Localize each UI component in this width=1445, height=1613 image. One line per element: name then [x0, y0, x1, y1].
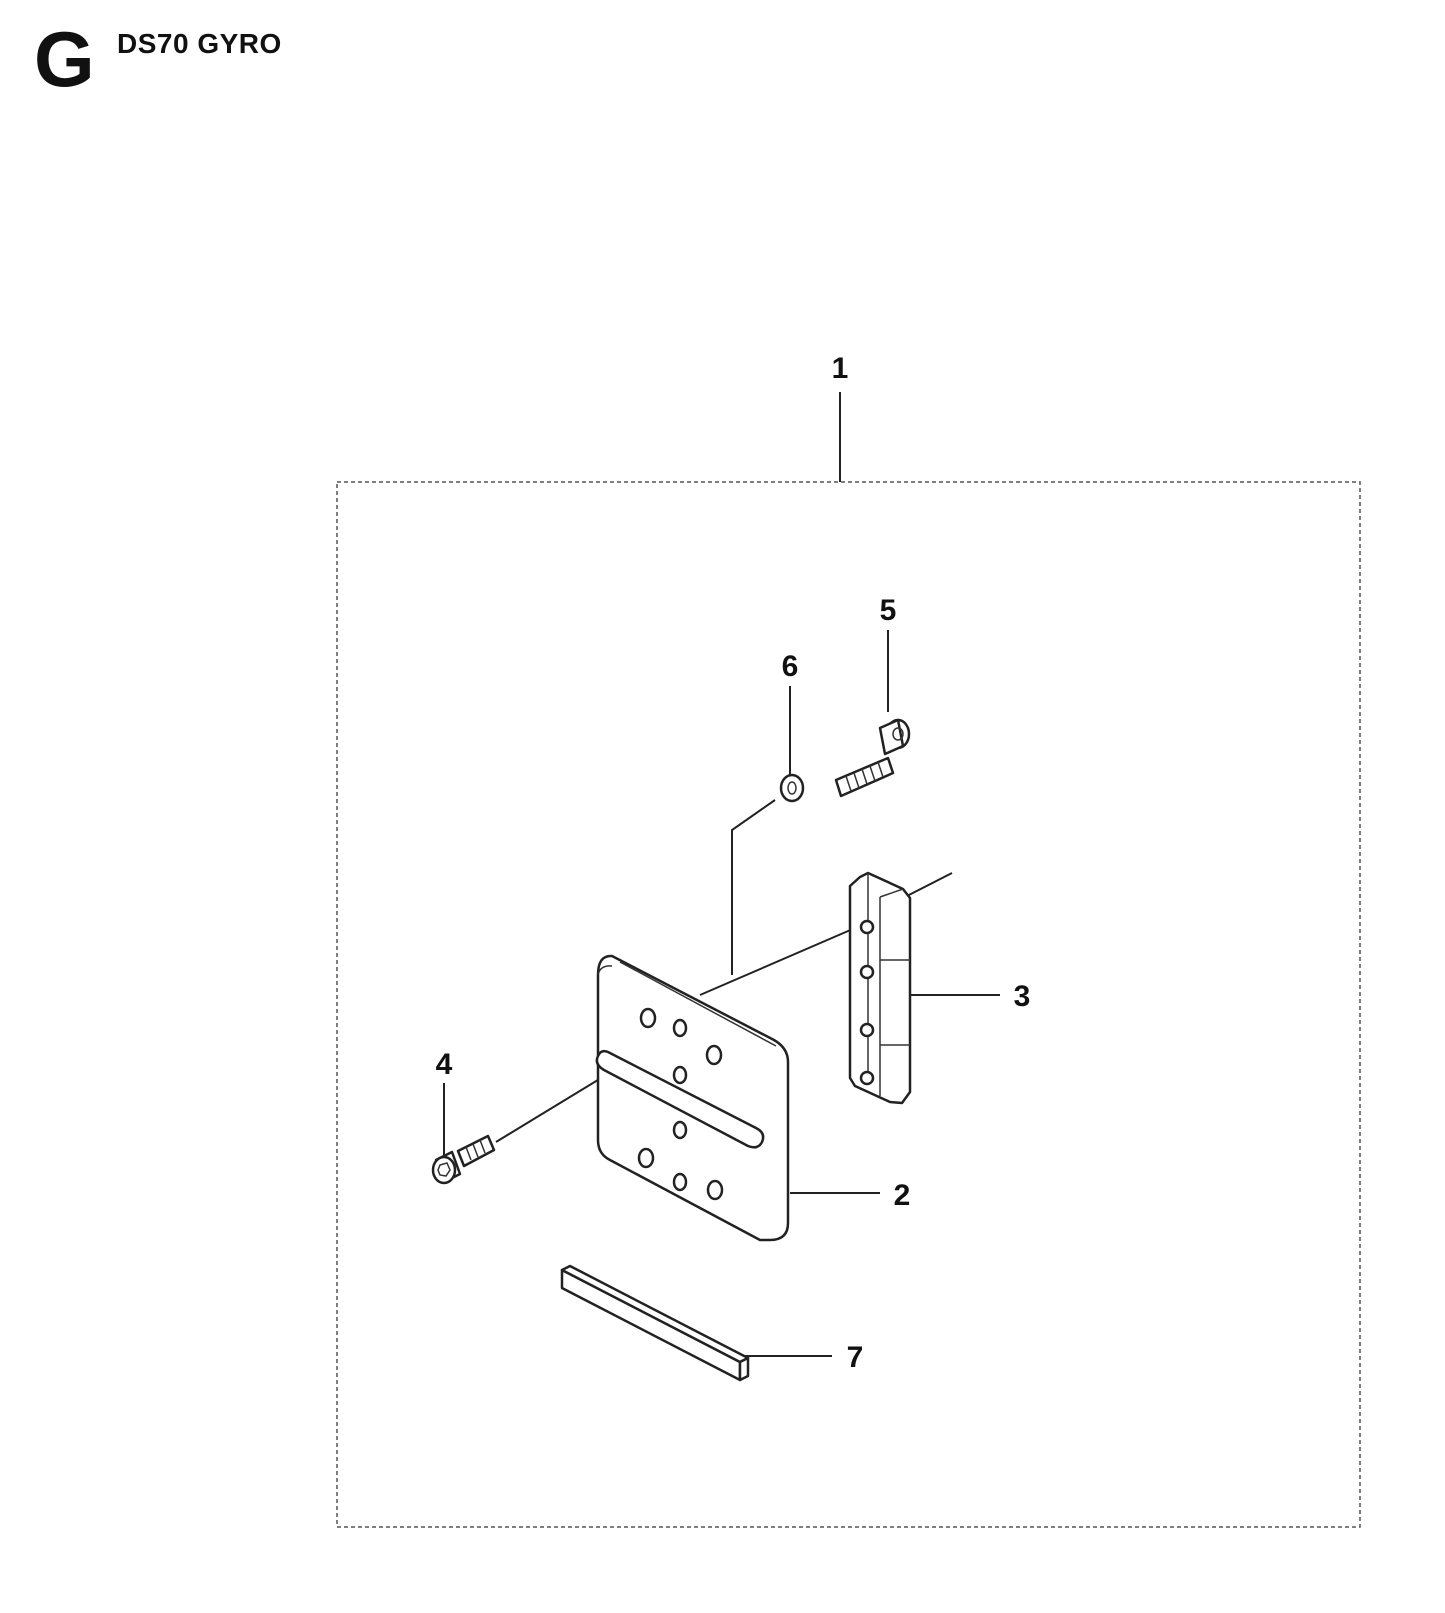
cap-screw-top: [834, 718, 911, 798]
callout-3: 3: [1014, 980, 1031, 1013]
key-bar: [560, 1264, 750, 1382]
washer: [779, 773, 805, 803]
leader-6-shaft: [731, 799, 776, 975]
callout-1: 1: [832, 352, 849, 385]
mounting-plate: [595, 954, 790, 1242]
section-letter: G: [34, 15, 95, 103]
callout-6: 6: [782, 650, 799, 683]
callout-2: 2: [894, 1179, 911, 1212]
page-title: DS70 GYRO: [117, 28, 282, 59]
assembly-boundary: [336, 481, 1361, 1528]
leader-3-shaft-top: [902, 872, 953, 899]
callout-7: 7: [847, 1341, 864, 1374]
callout-5: 5: [880, 594, 897, 627]
cap-screw-left: [431, 1134, 496, 1185]
rail-bracket: [848, 871, 912, 1105]
callout-4: 4: [436, 1048, 453, 1081]
leader-3-shaft: [699, 924, 863, 996]
